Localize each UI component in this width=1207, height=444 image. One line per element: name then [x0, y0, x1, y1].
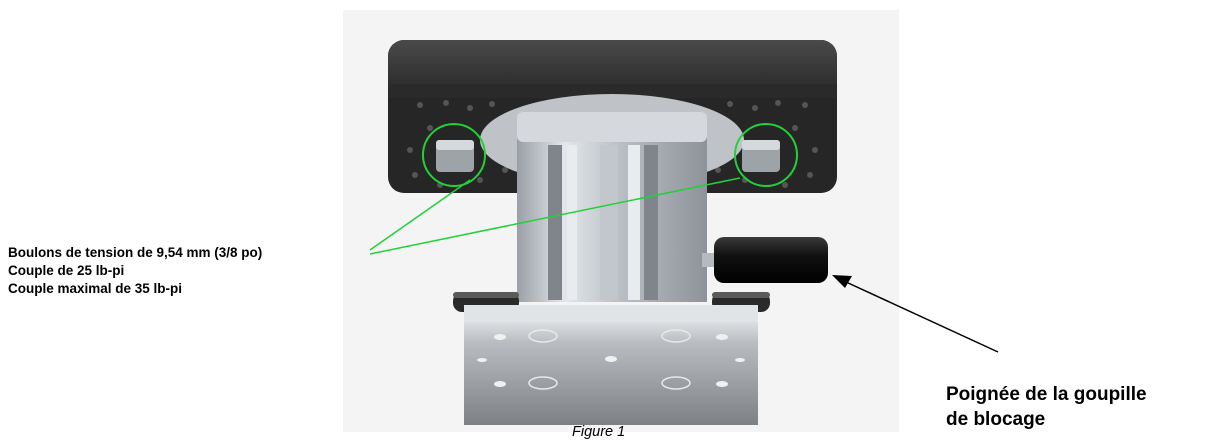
cylinder-block [517, 112, 707, 302]
figure-caption: Figure 1 [572, 424, 626, 440]
tension-bolt-max-torque-label: Couple maximal de 35 lb-pi [8, 281, 183, 296]
lock-pin-handle [702, 237, 828, 283]
tension-bolt-torque-label: Couple de 25 lb-pi [8, 263, 125, 278]
handle-arrow-line [845, 281, 999, 353]
tension-bolt-callout: Boulons de tension de 9,54 mm (3/8 po) C… [8, 244, 262, 298]
base-plate [464, 305, 758, 425]
leader-line-right-bolt [369, 177, 741, 255]
leader-line-left-bolt [369, 179, 471, 251]
left-bolt-highlight-circle [422, 123, 486, 187]
tension-bolt-size-label: Boulons de tension de 9,54 mm (3/8 po) [8, 245, 263, 260]
right-bolt-head [742, 140, 780, 172]
lock-pin-handle-label-line2: de blocage [946, 409, 1046, 430]
lock-pin-handle-label-line1: Poignée de la goupille [946, 384, 1147, 405]
handle-arrow-head [832, 275, 852, 288]
left-bolt-head [436, 140, 474, 172]
lock-pin-handle-callout: Poignée de la goupille de blocage [946, 382, 1147, 432]
right-bolt-highlight-circle [734, 123, 798, 187]
